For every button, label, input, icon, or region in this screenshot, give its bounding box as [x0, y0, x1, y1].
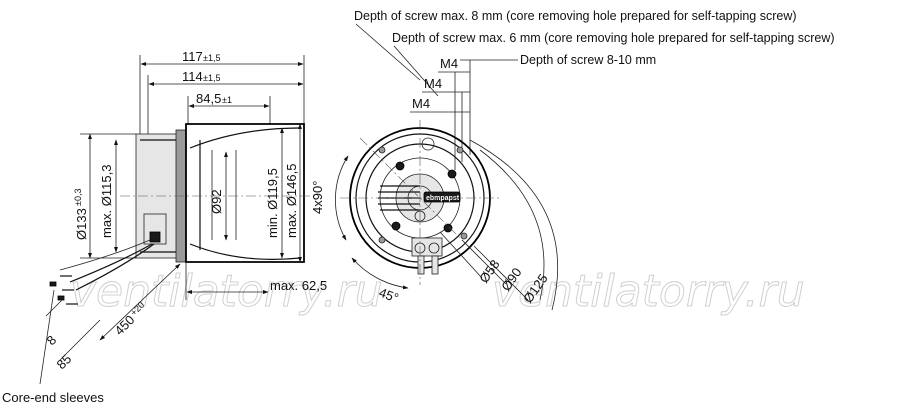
side-view: 117 ±1,5 114 ±1,5 84,5 ±1 Ø133 ±0,3 [2, 49, 327, 405]
terminal-box [143, 213, 167, 245]
screw-hole-4 [443, 223, 453, 233]
note-screw-depth-8: Depth of screw max. 8 mm (core removing … [354, 9, 797, 23]
dim-117: 117 [182, 49, 203, 64]
dim-max-62-5: max. 62,5 [270, 278, 327, 293]
dim-85: 85 [54, 351, 75, 372]
thread-m4-low: M4 [412, 96, 430, 111]
leader-58 [439, 231, 483, 279]
dim-114: 114 [182, 69, 203, 84]
impeller-housing [185, 123, 305, 263]
brand-logo: ebmpapst [426, 195, 460, 202]
note-screw-depth-8-10: Depth of screw 8-10 mm [520, 53, 656, 67]
screw-hole-3 [391, 221, 401, 231]
core-sleeve-1 [49, 281, 57, 287]
dim-84-5: 84,5 [196, 91, 221, 106]
leader-90 [461, 239, 507, 285]
dim-84-5-tol: ±1 [222, 95, 232, 105]
core-end-sleeves-label: Core-end sleeves [2, 390, 104, 405]
screw-hole-1 [395, 161, 405, 171]
dim-117-tol: ±1,5 [203, 53, 220, 63]
front-view: Depth of screw max. 8 mm (core removing … [310, 9, 835, 311]
screw-hole-2 [447, 169, 457, 179]
cable-gland [149, 231, 161, 243]
dim-max-115-3: max. Ø115,3 [99, 165, 114, 238]
dim-min-119-5: min. Ø119,5 [265, 168, 280, 238]
arc-45 [351, 257, 409, 290]
arc-4x90 [335, 155, 349, 241]
brand-plate [423, 191, 461, 203]
angle-4x90: 4x90° [310, 181, 325, 214]
dim-114-tol: ±1,5 [203, 73, 220, 83]
watermark-left: ventilatorry.ru [70, 266, 383, 317]
dim-max-146-5: max. Ø146,5 [284, 164, 299, 238]
thread-m4-top: M4 [440, 56, 458, 71]
note-screw-depth-6: Depth of screw max. 6 mm (core removing … [392, 31, 835, 45]
angle-45: 45° [377, 285, 401, 306]
cable-outlet [411, 237, 443, 257]
dim-line-450 [99, 263, 181, 341]
dim-92: Ø92 [209, 189, 224, 214]
leader-core-end [39, 289, 55, 385]
dim-133: Ø133 [74, 208, 89, 240]
leader-125 [473, 245, 529, 301]
cable-1 [69, 243, 153, 283]
thread-m4-mid: M4 [424, 76, 442, 91]
dim-133-tol: ±0,3 [73, 189, 83, 206]
